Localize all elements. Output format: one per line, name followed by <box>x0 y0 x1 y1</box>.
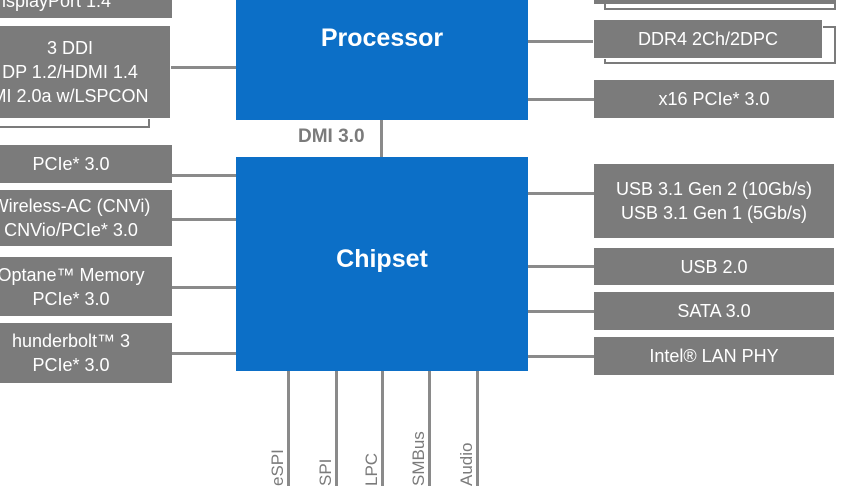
ddi-block: 3 DDI DP 1.2/HDMI 1.4 MI 2.0a w/LSPCON <box>0 26 170 118</box>
bus-label-espi: eSPI <box>268 449 287 486</box>
ddr4-block: DDR4 2Ch/2DPC <box>594 20 822 58</box>
wire-chipset-usb31 <box>528 192 596 195</box>
optane-label-line2: PCIe* 3.0 <box>32 288 110 309</box>
wire-chipset-sata <box>528 310 596 313</box>
x16-pcie-label: x16 PCIe* 3.0 <box>658 89 770 109</box>
wire-dmi <box>380 118 383 158</box>
wire-pcie-chipset <box>170 174 238 177</box>
bus-label-audio: Audio <box>457 442 476 486</box>
wire-processor-x16 <box>528 98 596 101</box>
wire-ddi-processor <box>170 66 238 69</box>
wire-chipset-usb20 <box>528 265 596 268</box>
wire-smbus <box>428 370 431 486</box>
pcie-block: PCIe* 3.0 <box>0 145 172 183</box>
lan-block: Intel® LAN PHY <box>594 337 834 375</box>
pcie-label: PCIe* 3.0 <box>32 154 110 174</box>
usb20-block: USB 2.0 <box>594 248 834 285</box>
usb31-label-line2: USB 3.1 Gen 1 (5Gb/s) <box>620 203 808 223</box>
wire-chipset-lan <box>528 355 596 358</box>
lan-label: Intel® LAN PHY <box>649 346 779 366</box>
bus-label-smbus: SMBus <box>409 431 428 486</box>
ddi-label-line1: 3 DDI <box>46 38 93 58</box>
ddr4-label: DDR4 2Ch/2DPC <box>637 29 779 49</box>
thunderbolt-block: hunderbolt™ 3 PCIe* 3.0 <box>0 323 172 383</box>
wire-espi <box>287 370 290 486</box>
usb20-label: USB 2.0 <box>680 256 748 277</box>
wire-processor-ddr4 <box>528 40 596 43</box>
usb31-block: USB 3.1 Gen 2 (10Gb/s) USB 3.1 Gen 1 (5G… <box>594 164 834 238</box>
sata-label: SATA 3.0 <box>677 301 751 321</box>
chipset-block: Chipset <box>236 157 528 371</box>
wireless-label-line2: CNVio/PCIe* 3.0 <box>4 220 138 240</box>
processor-label: Processor <box>320 24 444 52</box>
ddi-label-line2: DP 1.2/HDMI 1.4 <box>2 62 138 82</box>
wire-audio <box>476 370 479 486</box>
wire-thunderbolt-chipset <box>170 352 238 355</box>
wire-wireless-chipset <box>170 218 238 221</box>
optane-label-line1: Optane™ Memory <box>0 264 145 285</box>
wireless-block: Wireless-AC (CNVi) CNVio/PCIe* 3.0 <box>0 190 172 246</box>
wire-spi <box>335 370 338 486</box>
top-right-block <box>594 0 834 4</box>
thunderbolt-label-line2: PCIe* 3.0 <box>32 355 110 375</box>
optane-block: Optane™ Memory PCIe* 3.0 <box>0 257 172 316</box>
displayport-label: isplayPort 1.4 <box>2 0 112 11</box>
thunderbolt-label-line1: hunderbolt™ 3 <box>11 331 131 351</box>
processor-block: Processor <box>236 0 528 120</box>
wireless-label-line1: Wireless-AC (CNVi) <box>0 196 151 216</box>
ddi-label-line3: MI 2.0a w/LSPCON <box>0 86 149 106</box>
sata-block: SATA 3.0 <box>594 292 834 330</box>
chipset-label: Chipset <box>336 244 428 273</box>
wire-optane-chipset <box>170 286 238 289</box>
bus-label-spi: SPI <box>316 458 335 486</box>
wire-lpc <box>381 370 384 486</box>
x16-pcie-block: x16 PCIe* 3.0 <box>594 80 834 118</box>
top-right-card-back <box>604 0 836 10</box>
usb31-label-line1: USB 3.1 Gen 2 (10Gb/s) <box>615 179 813 199</box>
displayport-block: isplayPort 1.4 <box>0 0 172 18</box>
dmi-label: DMI 3.0 <box>298 126 365 147</box>
bus-label-lpc: LPC <box>362 452 381 486</box>
